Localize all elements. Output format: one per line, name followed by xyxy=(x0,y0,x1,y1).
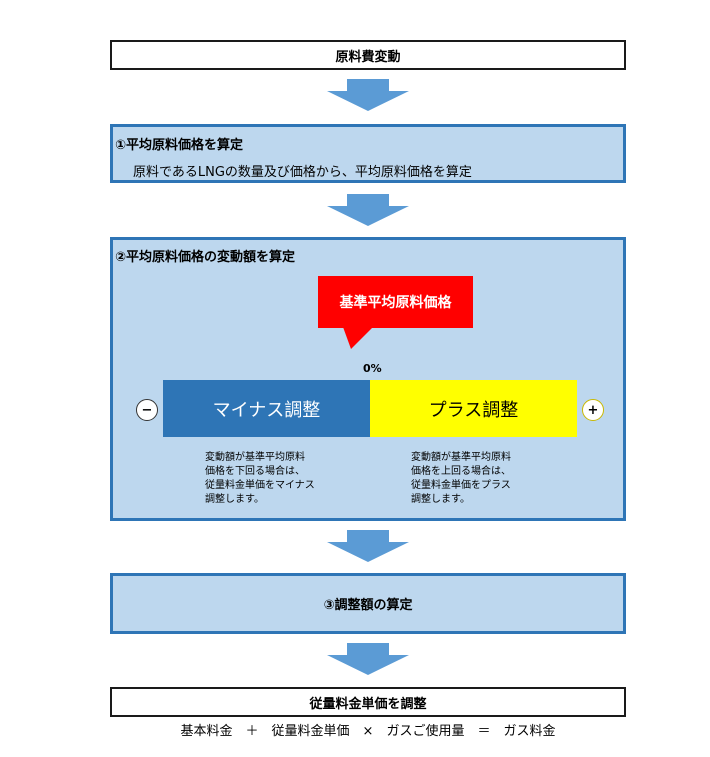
plus-sign-label: + xyxy=(587,402,599,418)
step2-heading: ②平均原料価格の変動額を算定 xyxy=(115,250,296,265)
minus-adjust-bar: マイナス調整 xyxy=(163,380,370,437)
formula-text: 基本料金 ＋ 従量料金単価 × ガスご使用量 ＝ ガス料金 xyxy=(180,724,556,739)
step1-box: ①平均原料価格を算定 原料であるLNGの数量及び価格から、平均原料価格を算定 xyxy=(110,124,626,183)
minus-sign-label: − xyxy=(141,402,153,418)
top-box: 原料費変動 xyxy=(110,40,626,70)
down-arrow-icon xyxy=(327,643,409,675)
step3-box: ③調整額の算定 xyxy=(110,573,626,634)
callout-box: 基準平均原料価格 xyxy=(318,276,473,328)
step3-heading: ③調整額の算定 xyxy=(323,598,413,613)
down-arrow-icon xyxy=(327,79,409,111)
minus-description: 変動額が基準平均原料 価格を下回る場合は、 従量料金単価をマイナス 調整します。 xyxy=(205,452,315,505)
down-arrow-icon xyxy=(327,194,409,226)
step1-body: 原料であるLNGの数量及び価格から、平均原料価格を算定 xyxy=(133,165,472,180)
final-box: 従量料金単価を調整 xyxy=(110,687,626,717)
minus-sign-icon: − xyxy=(136,399,158,421)
plus-adjust-bar: プラス調整 xyxy=(370,380,577,437)
minus-adjust-label: マイナス調整 xyxy=(212,399,321,421)
plus-description: 変動額が基準平均原料 価格を上回る場合は、 従量料金単価をプラス 調整します。 xyxy=(411,452,511,505)
final-box-title: 従量料金単価を調整 xyxy=(309,696,427,712)
callout-label: 基準平均原料価格 xyxy=(339,295,452,311)
plus-adjust-label: プラス調整 xyxy=(428,399,519,421)
plus-sign-icon: + xyxy=(582,399,604,421)
step2-box: ②平均原料価格の変動額を算定 基準平均原料価格 0% − マイナス調整 プラス調… xyxy=(110,237,626,521)
zero-percent-label: 0% xyxy=(363,362,382,375)
callout-pointer-icon xyxy=(343,327,373,349)
top-box-title: 原料費変動 xyxy=(335,49,401,65)
down-arrow-icon xyxy=(327,530,409,562)
step1-heading: ①平均原料価格を算定 xyxy=(115,138,244,153)
